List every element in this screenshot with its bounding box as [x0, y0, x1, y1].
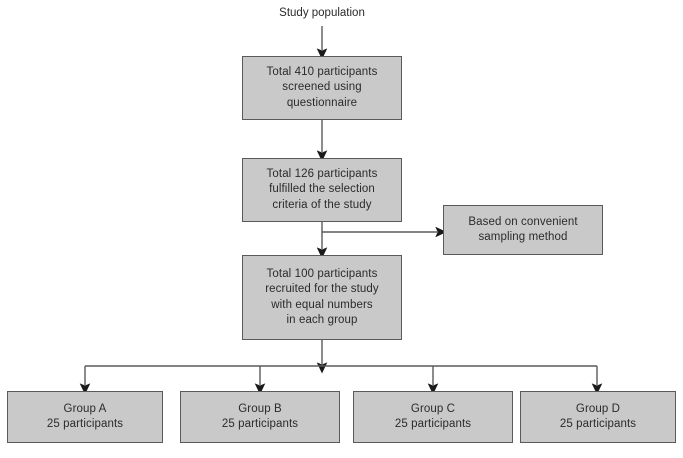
- study-population-label: Study population: [279, 7, 365, 19]
- node-recruited-line-1: Total 100 participants: [266, 267, 378, 280]
- group-a-count: 25 participants: [46, 418, 124, 430]
- node-fulfilled-line-1: Total 126 participants: [266, 167, 378, 180]
- node-fulfilled-line-2: fulfilled the selection: [269, 183, 375, 196]
- node-fulfilled-criteria: Total 126 participants fulfilled the sel…: [242, 158, 402, 222]
- node-recruited-line-2: recruited for the study: [265, 283, 379, 295]
- group-c-count: 25 participants: [394, 418, 472, 430]
- node-recruited-line-3: with equal numbers: [271, 298, 373, 311]
- node-screened: Total 410 participants screened using qu…: [242, 56, 402, 120]
- group-d-name: Group D: [575, 402, 621, 415]
- group-b-name: Group B: [238, 402, 282, 415]
- node-sampling-method-line-2: sampling method: [478, 231, 568, 243]
- node-sampling-method-line-1: Based on convenient: [468, 215, 578, 228]
- node-recruited-line-4: in each group: [286, 314, 358, 326]
- node-screened-line-1: Total 410 participants: [266, 65, 378, 78]
- node-group-a: Group A 25 participants: [7, 391, 163, 443]
- group-b-count: 25 participants: [221, 418, 299, 430]
- group-a-name: Group A: [63, 402, 107, 415]
- page-title: Study population: [242, 6, 402, 21]
- node-group-d: Group D 25 participants: [520, 391, 676, 443]
- node-screened-line-2: screened using: [282, 81, 362, 94]
- node-group-c: Group C 25 participants: [353, 391, 513, 443]
- node-fulfilled-line-3: criteria of the study: [272, 198, 372, 211]
- node-recruited: Total 100 participants recruited for the…: [242, 255, 402, 340]
- node-sampling-method: Based on convenient sampling method: [443, 205, 603, 255]
- node-screened-line-3: questionnaire: [286, 96, 358, 109]
- group-d-count: 25 participants: [559, 418, 637, 430]
- group-c-name: Group C: [410, 402, 456, 415]
- node-group-b: Group B 25 participants: [180, 391, 340, 443]
